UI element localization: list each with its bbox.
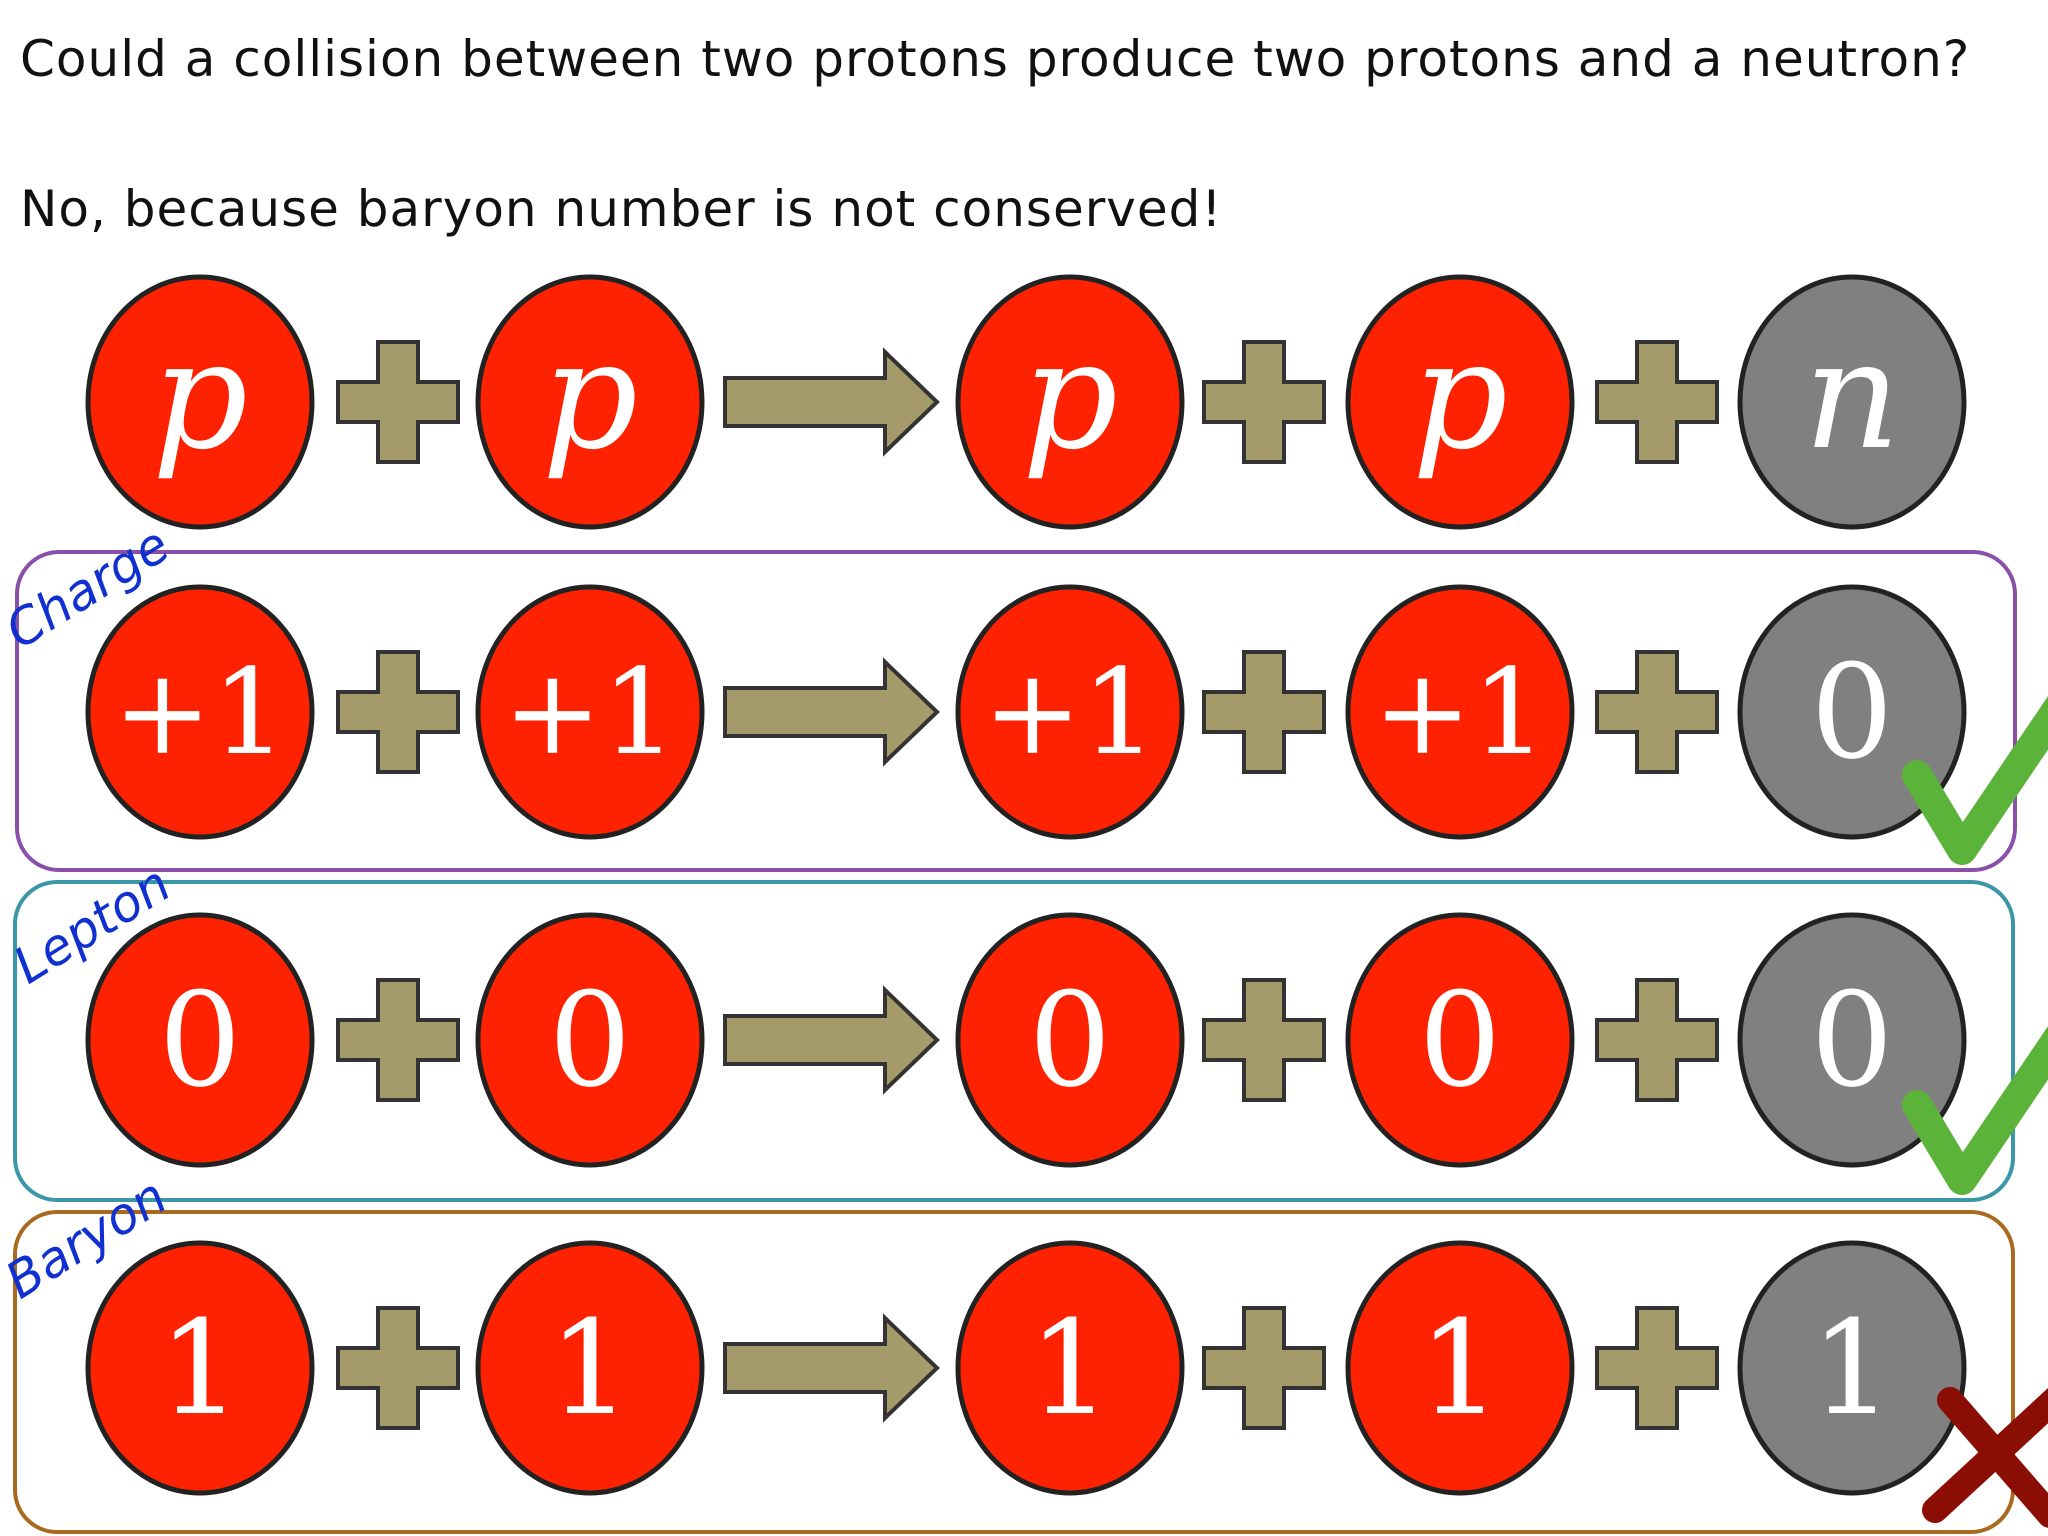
particle-value: 1: [159, 1292, 242, 1444]
plus-sign: [336, 340, 460, 464]
proton-circle: [475, 584, 705, 840]
proton-circle: [955, 1240, 1185, 1496]
particle-value: +1: [503, 643, 677, 781]
reaction-arrow: [723, 985, 940, 1095]
particle-value: 0: [1811, 636, 1894, 788]
particle-value: 1: [549, 1292, 632, 1444]
proton-circle: [1345, 274, 1575, 530]
particle-value: p: [542, 309, 638, 483]
proton-circle: [85, 912, 315, 1168]
proton-circle: [1345, 584, 1575, 840]
particle-value: 0: [1029, 964, 1112, 1116]
proton-circle: [1345, 1240, 1575, 1496]
reaction-arrow: [723, 347, 940, 457]
check-mark: [1902, 696, 2048, 865]
plus-sign: [1595, 1306, 1719, 1430]
particle-value: 1: [1029, 1292, 1112, 1444]
row-box-baryon: [13, 1210, 2015, 1534]
answer-text: No, because baryon number is not conserv…: [20, 180, 1223, 238]
particle-value: n: [1804, 309, 1901, 483]
reaction-arrow: [723, 657, 940, 767]
plus-sign: [1595, 978, 1719, 1102]
particle-value: 1: [1811, 1292, 1894, 1444]
particle-value: p: [1022, 309, 1118, 483]
question-text: Could a collision between two protons pr…: [20, 30, 1971, 88]
proton-circle: [955, 584, 1185, 840]
plus-sign: [1595, 650, 1719, 774]
proton-circle: [955, 912, 1185, 1168]
check-mark: [1902, 1026, 2048, 1195]
plus-sign: [1202, 650, 1326, 774]
particle-value: 0: [159, 964, 242, 1116]
proton-circle: [475, 912, 705, 1168]
particle-value: +1: [983, 643, 1157, 781]
particle-value: p: [1412, 309, 1508, 483]
row-box-charge: [15, 550, 2017, 872]
proton-circle: [85, 274, 315, 530]
plus-sign: [1202, 1306, 1326, 1430]
plus-sign: [1595, 340, 1719, 464]
plus-sign: [336, 650, 460, 774]
cross-mark: [1922, 1388, 2048, 1523]
plus-sign: [336, 1306, 460, 1430]
particle-value: p: [152, 309, 248, 483]
proton-circle: [475, 1240, 705, 1496]
particle-value: 0: [1811, 964, 1894, 1116]
reaction-arrow: [723, 1313, 940, 1423]
plus-sign: [1202, 340, 1326, 464]
proton-circle: [475, 274, 705, 530]
particle-value: +1: [113, 643, 287, 781]
neutron-circle: [1737, 274, 1967, 530]
particle-value: 0: [549, 964, 632, 1116]
proton-circle: [1345, 912, 1575, 1168]
proton-circle: [85, 584, 315, 840]
particle-value: 0: [1419, 964, 1502, 1116]
plus-sign: [336, 978, 460, 1102]
particle-value: 1: [1419, 1292, 1502, 1444]
plus-sign: [1202, 978, 1326, 1102]
row-box-lepton: [13, 880, 2015, 1202]
neutron-circle: [1737, 1240, 1967, 1496]
proton-circle: [85, 1240, 315, 1496]
particle-value: +1: [1373, 643, 1547, 781]
proton-circle: [955, 274, 1185, 530]
